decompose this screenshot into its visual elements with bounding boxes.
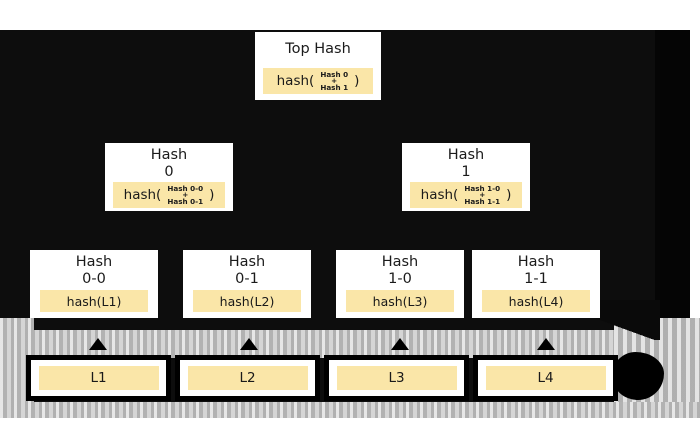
data-block-l2[interactable]: L2 <box>175 355 320 401</box>
node-hash-1-title: Hash 1 <box>447 147 485 181</box>
hash-operand-b: Hash 1-1 <box>464 196 501 206</box>
texture-band-middle <box>0 330 700 358</box>
hash-prefix: hash( <box>276 73 315 89</box>
node-hash-1-0-expression: hash(L3) <box>346 290 454 312</box>
node-top-hash-expression: hash( Hash 0 + Hash 1 ) <box>263 68 373 94</box>
data-block-l1[interactable]: L1 <box>26 355 171 401</box>
hash-prefix: hash( <box>420 187 459 203</box>
hash-operand-a: Hash 0-0 <box>167 183 204 193</box>
data-block-l4-label: L4 <box>485 366 606 390</box>
node-hash-0-1-expression: hash(L2) <box>193 290 301 312</box>
node-hash-0-title: Hash 0 <box>150 147 188 181</box>
node-hash-0-1[interactable]: Hash 0-1 hash(L2) <box>183 250 311 318</box>
texture-band-bottom <box>0 402 700 418</box>
connector-arrow-l2 <box>240 338 258 350</box>
hash-operand-a: Hash 0 <box>320 69 349 79</box>
connector-arrow-l3 <box>391 338 409 350</box>
node-hash-0[interactable]: Hash 0 hash( Hash 0-0 + Hash 0-1 ) <box>105 143 233 211</box>
node-hash-0-0[interactable]: Hash 0-0 hash(L1) <box>30 250 158 318</box>
hash-suffix: ) <box>209 187 215 203</box>
node-hash-1[interactable]: Hash 1 hash( Hash 1-0 + Hash 1-1 ) <box>402 143 530 211</box>
node-top-hash[interactable]: Top Hash hash( Hash 0 + Hash 1 ) <box>255 32 381 100</box>
hash-suffix: ) <box>506 187 512 203</box>
connector-arrow-l1 <box>89 338 107 350</box>
node-hash-1-1-title: Hash 1-1 <box>517 254 555 288</box>
data-block-l4[interactable]: L4 <box>473 355 618 401</box>
node-hash-0-1-title: Hash 0-1 <box>228 254 266 288</box>
hash-operator: + <box>182 190 189 200</box>
hash-operand-a: Hash 1-0 <box>464 183 501 193</box>
node-hash-0-0-expression: hash(L1) <box>40 290 148 312</box>
hash-prefix: hash( <box>123 187 162 203</box>
node-hash-0-0-title: Hash 0-0 <box>75 254 113 288</box>
backdrop-blob <box>612 352 664 400</box>
data-block-l3[interactable]: L3 <box>324 355 469 401</box>
hash-operands: Hash 1-0 + Hash 1-1 <box>464 185 500 205</box>
node-hash-0-expression: hash( Hash 0-0 + Hash 0-1 ) <box>113 182 225 208</box>
hash-operands: Hash 0 + Hash 1 <box>320 71 348 91</box>
node-hash-1-expression: hash( Hash 1-0 + Hash 1-1 ) <box>410 182 522 208</box>
hash-suffix: ) <box>354 73 360 89</box>
connector-arrow-l4 <box>537 338 555 350</box>
hash-operand-b: Hash 1 <box>320 82 349 92</box>
node-hash-1-0[interactable]: Hash 1-0 hash(L3) <box>336 250 464 318</box>
data-block-l3-label: L3 <box>336 366 457 390</box>
data-block-l1-label: L1 <box>38 366 159 390</box>
hash-operand-b: Hash 0-1 <box>167 196 204 206</box>
node-hash-1-0-title: Hash 1-0 <box>381 254 419 288</box>
data-block-l2-label: L2 <box>187 366 308 390</box>
node-hash-1-1[interactable]: Hash 1-1 hash(L4) <box>472 250 600 318</box>
node-hash-1-1-expression: hash(L4) <box>482 290 590 312</box>
hash-operator: + <box>479 190 486 200</box>
hash-operands: Hash 0-0 + Hash 0-1 <box>167 185 203 205</box>
node-top-hash-title: Top Hash <box>285 41 351 57</box>
hash-operator: + <box>331 76 338 86</box>
